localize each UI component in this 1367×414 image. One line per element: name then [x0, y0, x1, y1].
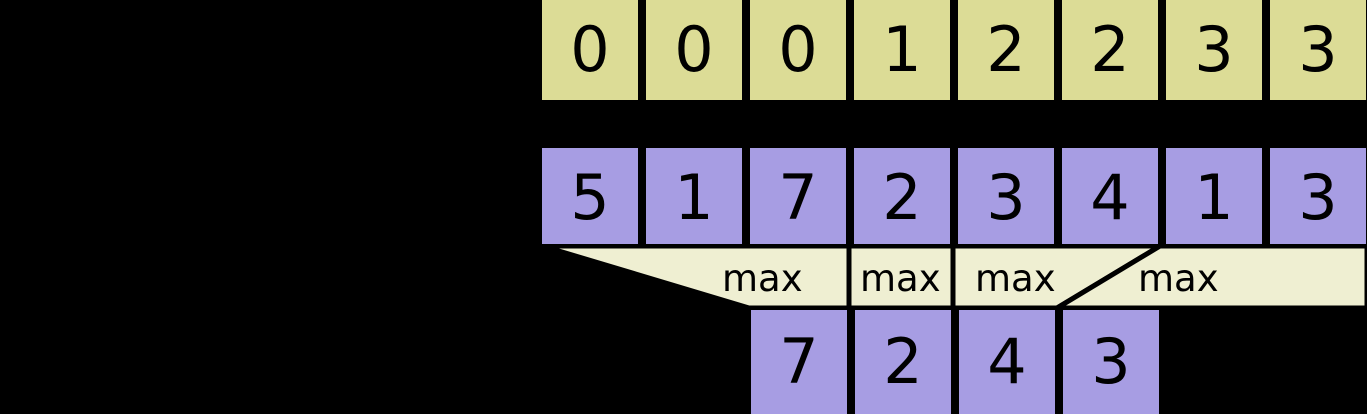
- output-cell: 7: [747, 306, 851, 414]
- output-cell: 4: [955, 306, 1059, 414]
- input-cell: 1: [1162, 144, 1266, 252]
- input-cell: 1: [642, 144, 746, 252]
- output-cell: 2: [851, 306, 955, 414]
- pool-operator-label: max: [722, 257, 803, 300]
- input-cell: 5: [538, 144, 642, 252]
- pool-funnel-shape: [1048, 244, 1367, 310]
- output-cell: 3: [1059, 306, 1163, 414]
- index-cell: 2: [1058, 0, 1162, 104]
- pool-operator-label: max: [975, 257, 1056, 300]
- index-cell: 3: [1162, 0, 1266, 104]
- index-cell: 3: [1266, 0, 1367, 104]
- pool-operator-label: max: [860, 257, 941, 300]
- input-cell: 3: [954, 144, 1058, 252]
- input-cell: 3: [1266, 144, 1367, 252]
- segment-index-row: 0 0 0 1 2 2 3 3: [538, 0, 1367, 104]
- index-cell: 0: [746, 0, 850, 104]
- index-cell: 0: [642, 0, 746, 104]
- input-value-row: 5 1 7 2 3 4 1 3: [538, 144, 1367, 252]
- max-pool-funnel-layer: max max max max: [0, 244, 1367, 310]
- input-cell: 2: [850, 144, 954, 252]
- index-cell: 1: [850, 0, 954, 104]
- pooled-output-row: 7 2 4 3: [747, 306, 1163, 414]
- pool-funnel-shape: [541, 244, 852, 310]
- input-cell: 7: [746, 144, 850, 252]
- index-cell: 2: [954, 0, 1058, 104]
- pool-operator-label: max: [1138, 257, 1219, 300]
- input-cell: 4: [1058, 144, 1162, 252]
- index-cell: 0: [538, 0, 642, 104]
